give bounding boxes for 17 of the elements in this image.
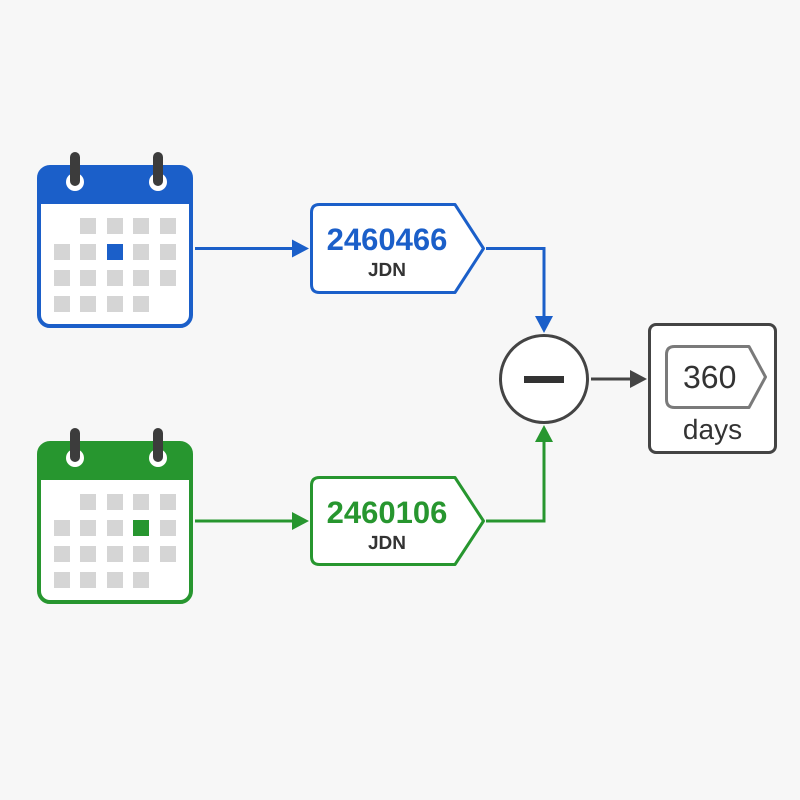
result-panel	[648, 323, 777, 454]
arrow	[195, 512, 309, 530]
value-tag	[310, 203, 485, 294]
number-value: 2460466	[326, 223, 448, 257]
unit-label: days	[682, 414, 742, 446]
value-tag	[665, 345, 767, 409]
number-value: 2460106	[326, 496, 448, 530]
number-value: 360	[683, 360, 736, 394]
arrow	[195, 240, 309, 258]
arrow	[486, 425, 553, 522]
calendar-icon	[37, 152, 193, 328]
calendar-icon	[37, 428, 193, 604]
unit-label: JDN	[368, 260, 406, 282]
arrow	[486, 247, 553, 333]
unit-label: JDN	[368, 532, 406, 554]
arrow	[591, 370, 647, 388]
value-tag	[310, 476, 485, 566]
